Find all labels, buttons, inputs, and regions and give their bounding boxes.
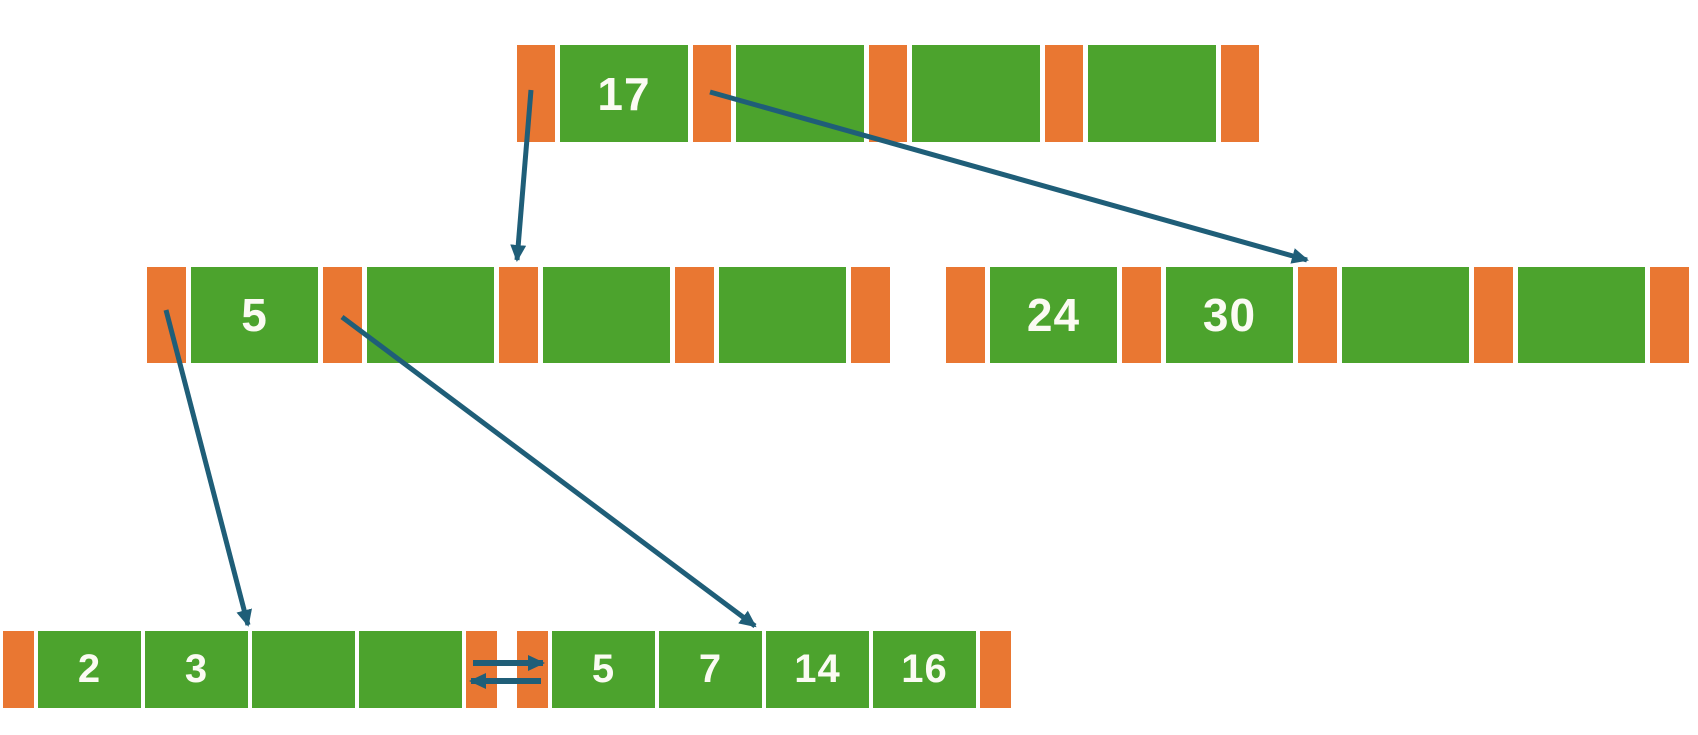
key-cell: 5 <box>552 631 655 708</box>
pointer-cell <box>323 267 362 363</box>
pointer-cell <box>466 631 497 708</box>
pointer-cell <box>1474 267 1513 363</box>
pointer-cell <box>517 631 548 708</box>
pointer-cell <box>147 267 186 363</box>
key-cell: 7 <box>659 631 762 708</box>
pointer-cell <box>3 631 34 708</box>
pointer-cell <box>499 267 538 363</box>
pointer-cell <box>869 45 907 142</box>
internal-left-node: 5 <box>147 267 890 363</box>
pointer-cell <box>1122 267 1161 363</box>
key-cell: 14 <box>766 631 869 708</box>
key-cell: 3 <box>145 631 248 708</box>
pointer-cell <box>851 267 890 363</box>
key-cell: 24 <box>990 267 1117 363</box>
arrow-internal-left-to-leaf-right <box>340 314 757 629</box>
key-cell: 2 <box>38 631 141 708</box>
key-cell <box>1088 45 1216 142</box>
key-cell <box>359 631 462 708</box>
key-cell <box>1518 267 1645 363</box>
pointer-cell <box>1298 267 1337 363</box>
key-cell <box>719 267 846 363</box>
key-cell: 16 <box>873 631 976 708</box>
key-cell <box>1342 267 1469 363</box>
pointer-cell <box>693 45 731 142</box>
key-cell <box>367 267 494 363</box>
pointer-cell <box>1221 45 1259 142</box>
pointer-cell <box>517 45 555 142</box>
key-cell <box>736 45 864 142</box>
key-cell <box>543 267 670 363</box>
pointer-cell <box>1045 45 1083 142</box>
pointer-cell <box>675 267 714 363</box>
key-cell <box>252 631 355 708</box>
root-node: 17 <box>517 45 1259 142</box>
key-cell <box>912 45 1040 142</box>
key-cell: 5 <box>191 267 318 363</box>
key-cell: 17 <box>560 45 688 142</box>
pointer-cell <box>1650 267 1689 363</box>
pointer-cell <box>980 631 1011 708</box>
pointer-cell <box>946 267 985 363</box>
key-cell: 30 <box>1166 267 1293 363</box>
internal-right-node: 24 30 <box>946 267 1689 363</box>
